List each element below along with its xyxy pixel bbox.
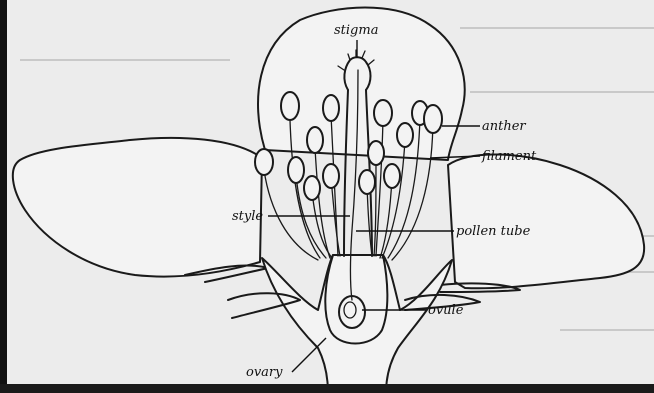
left-petal	[13, 138, 262, 277]
filament-label: filament	[482, 150, 536, 163]
left-border-edge	[0, 0, 7, 393]
stigma-label: stigma	[334, 24, 378, 37]
right-petal	[448, 154, 644, 288]
ovule-label: ovule	[428, 304, 463, 317]
style-label: style	[232, 210, 263, 223]
ovary-label: ovary	[246, 366, 282, 379]
pollen-tube-label: pollen tube	[456, 225, 530, 238]
receptacle	[262, 255, 452, 393]
anther-label: anther	[482, 120, 526, 133]
bottom-border-edge	[0, 384, 654, 393]
